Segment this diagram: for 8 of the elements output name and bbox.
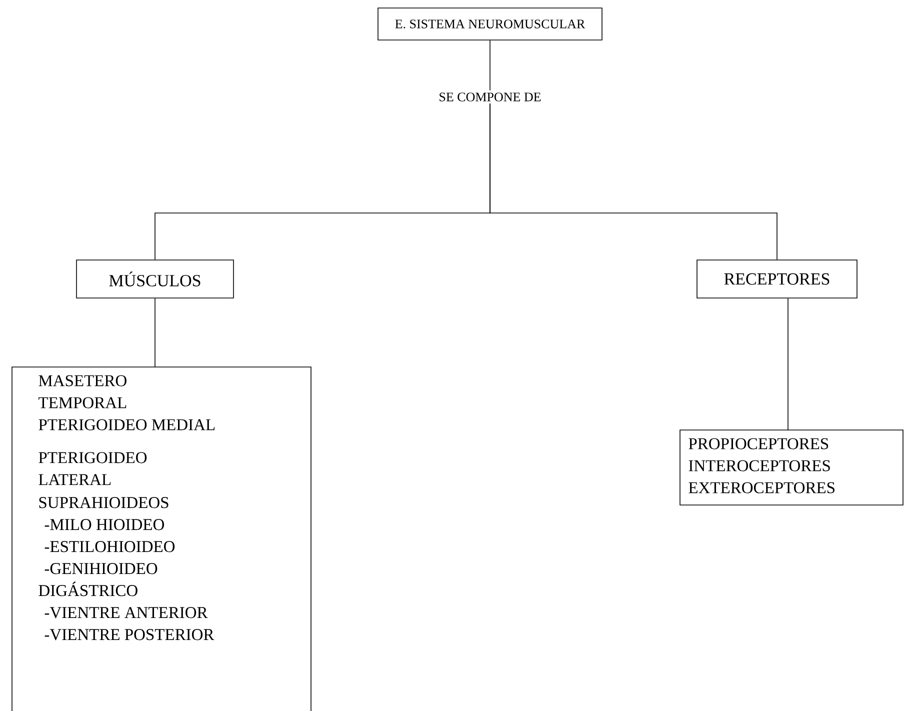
connector-text: SE COMPONE DE xyxy=(440,92,541,102)
concept-box: E. SISTEMA NEUROMUSCULAR xyxy=(378,8,602,40)
concept-box: RECEPTORES xyxy=(696,260,858,298)
connector-line xyxy=(154,298,156,368)
list-box: MASETERO TEMPORAL PTERIGOIDEO MEDIAL PTERIGOIDEO LATERAL SUPRAHIOIDEOS -MILO HIOIDEO -ESTILOHIOIDEO -GENIHIOIDEO DIGÁSTRICO -VIENTRE ANTERIOR -VIENTRE POSTERIOR xyxy=(12,366,312,711)
concept-box: MÚSCULOS xyxy=(76,260,234,298)
list-box: PROPIOCEPTORES INTEROCEPTORES EXTEROCEPTORES xyxy=(680,430,904,506)
connector-line xyxy=(490,103,778,260)
